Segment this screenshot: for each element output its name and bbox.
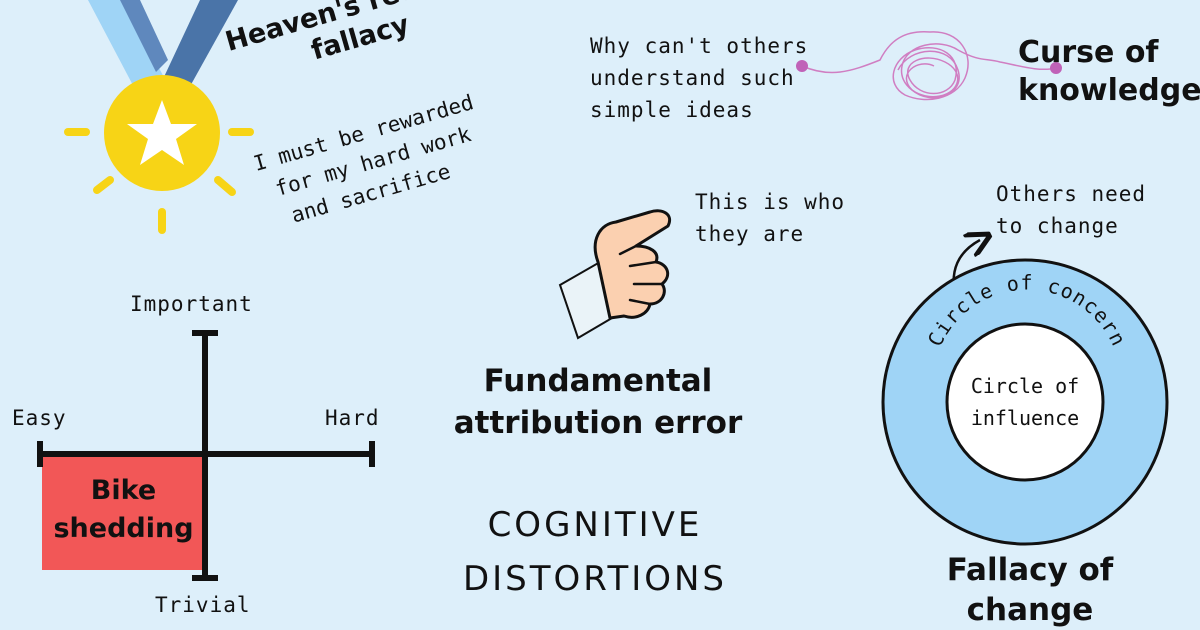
main-title-line1: COGNITIVE <box>487 505 703 545</box>
medal-star-icon <box>127 100 197 165</box>
medal-rays <box>64 128 254 234</box>
circle-of-influence-label: Circle of influence <box>947 370 1103 434</box>
axis-label-hard: Hard <box>325 406 380 430</box>
attribution-quote-line2: they are <box>695 222 805 246</box>
change-title: Fallacy of change <box>946 552 1114 628</box>
circle-of-influence-line2: influence <box>970 406 1080 430</box>
curse-title-line1: Curse of <box>1018 35 1159 70</box>
attribution-title-line2: attribution error <box>453 405 743 441</box>
axis-label-easy: Easy <box>12 406 67 430</box>
main-title-line2: DISTORTIONS <box>462 559 728 599</box>
circle-of-influence-disc <box>945 322 1105 482</box>
curse-quote-line3: simple ideas <box>590 98 754 122</box>
attribution-title-line1: Fundamental <box>483 363 713 399</box>
change-quote: Others need to change <box>996 178 1146 242</box>
bikeshed-label-line1: Bike <box>90 475 157 506</box>
curse-quote: Why can't others understand such simple … <box>590 30 808 126</box>
bikeshed-label: Bike shedding <box>42 472 205 548</box>
attribution-quote: This is who they are <box>695 186 845 250</box>
attribution-title: Fundamental attribution error <box>438 360 758 444</box>
curse-title-line2: knowledge <box>1018 73 1200 108</box>
main-title: COGNITIVE DISTORTIONS <box>440 498 750 606</box>
curse-title: Curse of knowledge <box>1018 34 1200 110</box>
curse-quote-line2: understand such <box>590 66 795 90</box>
axis-label-trivial: Trivial <box>155 593 251 617</box>
change-quote-line1: Others need <box>996 182 1147 206</box>
bikeshed-label-line2: shedding <box>53 513 194 544</box>
curse-quote-line1: Why can't others <box>590 34 809 58</box>
change-quote-line2: to change <box>996 214 1119 238</box>
circle-of-influence-line1: Circle of <box>970 374 1080 398</box>
attribution-quote-line1: This is who <box>695 190 846 214</box>
bikeshed-box <box>42 455 205 570</box>
axis-label-important: Important <box>130 292 253 316</box>
ribbon-center <box>120 0 168 72</box>
